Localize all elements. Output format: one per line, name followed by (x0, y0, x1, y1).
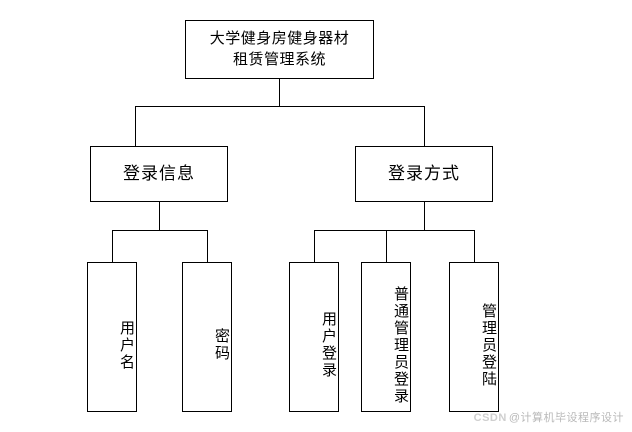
node-admin-login-label: 管理员登陆 (480, 302, 497, 388)
connector-drop-login-info (135, 106, 136, 146)
watermark-brand: CSDN (473, 412, 507, 424)
connector-login-info-bus (112, 230, 207, 231)
node-root-text: 大学健身房健身器材 租赁管理系统 (210, 29, 350, 70)
connector-login-method-stem (424, 202, 425, 230)
connector-drop-normal-admin-login (386, 230, 387, 262)
watermark-text: @计算机毕设程序设计 (508, 412, 624, 424)
connector-drop-admin-login (474, 230, 475, 262)
connector-level1-bus (135, 106, 424, 107)
node-admin-login: 管理员登陆 (449, 262, 499, 412)
node-username-label: 用户名 (118, 319, 135, 371)
node-root-line2: 租赁管理系统 (232, 50, 326, 68)
node-login-method: 登录方式 (355, 146, 493, 202)
node-login-info-label: 登录信息 (123, 163, 195, 183)
node-login-info: 登录信息 (90, 146, 228, 202)
node-root-line1: 大学健身房健身器材 (209, 30, 350, 48)
node-password-label: 密码 (213, 328, 230, 362)
connector-root-stem (279, 79, 280, 106)
connector-drop-username (112, 230, 113, 262)
node-root: 大学健身房健身器材 租赁管理系统 (185, 20, 374, 79)
connector-drop-user-login (314, 230, 315, 262)
node-user-login: 用户登录 (289, 262, 339, 412)
node-login-method-label: 登录方式 (388, 163, 460, 183)
connector-drop-password (207, 230, 208, 262)
node-normal-admin-login-label: 普通管理员登录 (392, 285, 409, 405)
connector-login-method-bus (314, 230, 474, 231)
node-password: 密码 (182, 262, 232, 412)
node-username: 用户名 (87, 262, 137, 412)
connector-login-info-stem (159, 202, 160, 230)
watermark: CSDN@计算机毕设程序设计 (474, 409, 624, 425)
node-user-login-label: 用户登录 (320, 311, 337, 379)
node-normal-admin-login: 普通管理员登录 (361, 262, 411, 412)
connector-drop-login-method (424, 106, 425, 146)
